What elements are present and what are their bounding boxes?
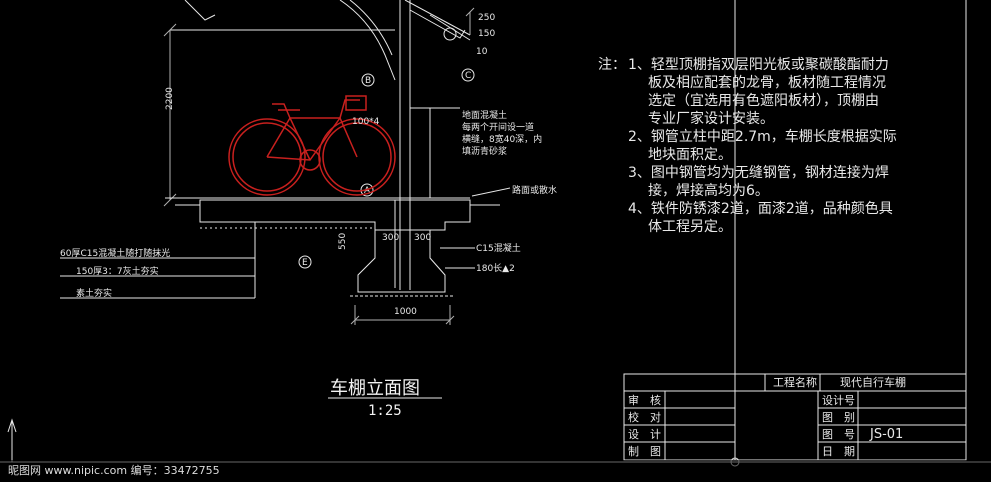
dim-150-label: 150 [478, 29, 495, 39]
dim-250-label: 250 [478, 13, 495, 23]
tb-date: 日 期 [822, 445, 855, 458]
note-line-7: 3、图中钢管均为无缝钢管，钢材连接为焊 [628, 165, 889, 181]
note-line-6: 地块面积定。 [648, 147, 732, 163]
label-ground-concrete-3: 横缝，8宽40深，内 [462, 133, 542, 145]
section-marks [298, 68, 475, 269]
note-line-1: 1、轻型顶棚指双层阳光板或聚碳酸酯耐力 [628, 57, 889, 73]
tb-sheet-value: JS-01 [869, 427, 903, 442]
dim-width-label: 1000 [394, 307, 417, 317]
section-mark-a: A [364, 186, 371, 196]
dim-300a-label: 300 [382, 233, 399, 243]
drawing-title: 车棚立面图 [330, 378, 420, 399]
note-line-3: 选定（宜选用有色遮阳板材），顶棚由 [648, 93, 879, 109]
notes-prefix: 注： [598, 57, 626, 73]
width-dimension [350, 305, 455, 325]
note-line-9: 4、铁件防锈漆2道，面漆2道，品种颜色具 [628, 201, 893, 217]
ground-slab [165, 197, 500, 297]
label-ground-concrete-4: 填沥青砂浆 [462, 145, 507, 157]
label-ground-concrete-2: 每两个开间设一道 [462, 121, 534, 133]
leader-lines [60, 107, 511, 299]
tb-draw: 制 图 [628, 445, 661, 458]
tb-category: 图 别 [822, 411, 855, 424]
tb-audit: 审 核 [628, 393, 661, 407]
canopy-structure [170, 0, 471, 290]
tb-sheet-no: 图 号 [822, 428, 855, 441]
label-layer-1: 60厚C15混凝土随打随抹光 [60, 247, 170, 259]
section-mark-b: B [365, 76, 371, 86]
pipe-spec-label: 100*4 [352, 117, 380, 127]
watermark-bar: 昵图网 www.nipic.com 编号：33472755 [0, 460, 991, 482]
tb-design-no: 设计号 [822, 394, 855, 407]
bicycle-drawing [228, 95, 396, 196]
note-line-4: 专业厂家设计安装。 [648, 111, 774, 127]
note-line-2: 板及相应配套的龙骨，板材随工程情况 [648, 75, 886, 91]
section-mark-e: E [302, 258, 308, 268]
height-dimension [163, 23, 177, 207]
dim-550-label: 550 [338, 233, 348, 250]
note-line-8: 接，焊接高均为6。 [648, 183, 769, 199]
label-road: 路面或散水 [512, 184, 557, 196]
drawing-scale: 1:25 [368, 403, 402, 419]
note-line-5: 2、钢管立柱中距2.7m，车棚长度根据实际 [628, 129, 897, 145]
tb-design: 设 计 [628, 428, 661, 441]
note-line-10: 体工程另定。 [648, 219, 732, 235]
dim-10-label: 10 [476, 47, 488, 57]
top-dimensions [465, 7, 475, 35]
label-bar: 180长▲2 [476, 262, 515, 274]
label-layer-3: 素土夯实 [76, 287, 112, 299]
tb-project-name: 现代自行车棚 [840, 375, 906, 389]
tb-check: 校 对 [628, 410, 661, 424]
section-mark-c: C [465, 71, 471, 81]
dim-300b-label: 300 [414, 233, 431, 243]
label-c15: C15混凝土 [476, 242, 521, 254]
dim-height-label: 2200 [165, 87, 175, 110]
label-ground-concrete-1: 地面混凝土 [462, 109, 507, 121]
label-layer-2: 150厚3：7灰土夯实 [76, 265, 159, 277]
tb-project-label: 工程名称 [773, 375, 817, 389]
